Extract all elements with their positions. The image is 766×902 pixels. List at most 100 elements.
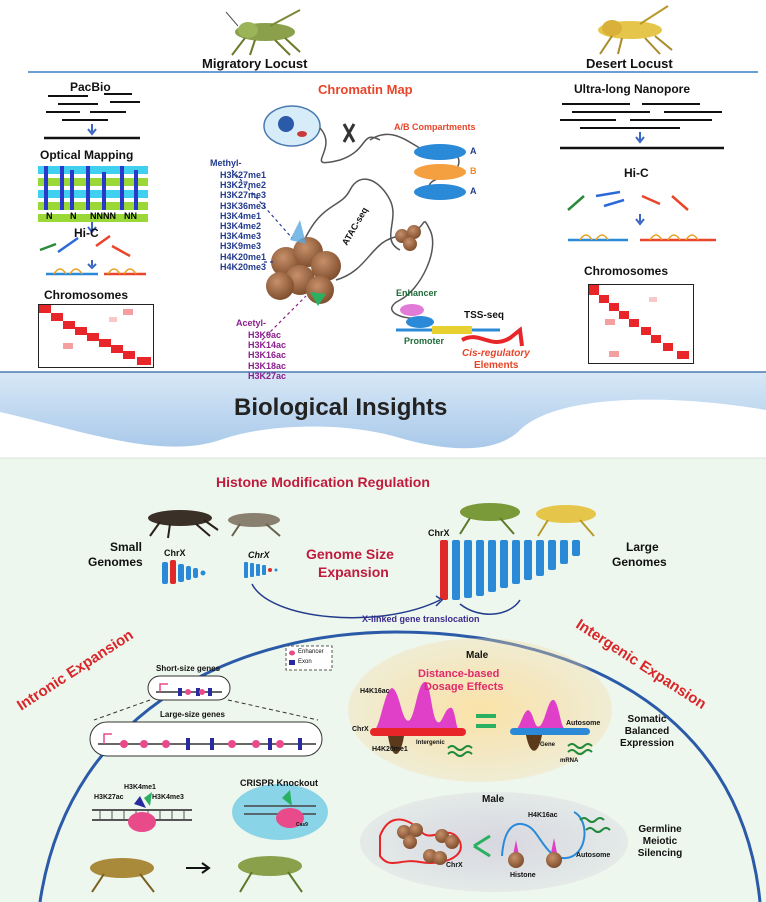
small-chrx-label-1: ChrX [164, 548, 186, 558]
methyl-mark: H3K27me2 [220, 180, 267, 191]
h4k20me1-label: H4K20me1 [372, 746, 408, 753]
hic-left-graphic [39, 234, 146, 276]
acetyl-mark: H3K18ac [248, 360, 287, 371]
enhancer-label: Enhancer [396, 288, 438, 298]
methyl-mark: H3K27me1 [220, 170, 267, 180]
crispr-graphic [232, 784, 328, 840]
large-genomes-line2: Genomes [612, 555, 667, 569]
optical-mapping-graphic [38, 166, 148, 222]
germline-line: Meiotic [642, 836, 678, 847]
n-row-item: NNNN [90, 211, 116, 221]
large-genes-label: Large-size genes [160, 710, 225, 719]
compartment-a2-label: A [470, 186, 477, 196]
somatic-balanced-expression: Somatic Balanced Expression [612, 714, 682, 750]
dosage-autosome-graphic [510, 699, 590, 751]
gene-label: Gene [540, 742, 556, 748]
chromosome-x-icon [342, 123, 356, 143]
histone-modification-title: Histone Modification Regulation [216, 474, 430, 490]
cell-icon [263, 105, 321, 147]
small-genome-chrx-bars-2 [244, 562, 278, 578]
hic-left-label: Hi-C [74, 226, 99, 240]
ab-compartments-label: A/B Compartments [394, 122, 476, 132]
male-label-1: Male [466, 650, 489, 661]
nanopore-label: Ultra-long Nanopore [574, 82, 690, 96]
autosome-label-2: Autosome [576, 852, 611, 859]
enhancer-dna-graphic [92, 792, 192, 832]
small-locust-2-icon [228, 513, 281, 537]
methyl-mark: H3K27me3 [220, 190, 267, 201]
methyl-mark: H3K4me1 [220, 210, 262, 221]
right-contact-heatmap [588, 284, 694, 364]
genome-size-line1: Genome Size [306, 546, 394, 562]
methyl-mark: H3K9me3 [220, 241, 262, 252]
chromatin-map-title: Chromatin Map [318, 82, 413, 97]
male-label-2: Male [482, 794, 505, 805]
optical-mapping-label: Optical Mapping [40, 148, 134, 162]
small-genome-chrx-bars-1 [162, 560, 206, 584]
crispr-knockout-label: CRISPR Knockout [240, 778, 319, 788]
chrx-dosage-label: ChrX [352, 726, 369, 733]
small-nucleosome-graphic [395, 225, 421, 251]
short-genes-label: Short-size genes [156, 664, 221, 673]
pacbio-reads-graphic [44, 93, 140, 140]
chromosomes-left-label: Chromosomes [44, 288, 129, 302]
acetyl-marks-list: H3K9ac H3K14ac H3K16ac H3K18ac H3K27ac [248, 330, 286, 381]
methyl-marks-list: H3K27me1 H3K27me2 H3K27me3 H3K36me3 H3K4… [220, 170, 266, 272]
equals-sign [476, 714, 496, 728]
dbde-line1: Distance-based [418, 668, 500, 680]
acetyl-mark: H3K9ac [248, 330, 282, 340]
histone-label: Histone [510, 872, 536, 879]
germline-meiotic-silencing: Germline Meiotic Silencing [630, 824, 690, 860]
acetyl-mark: H3K27ac [248, 370, 287, 381]
germline-line: Germline [638, 824, 682, 835]
h3k4me1-label: H3K4me1 [124, 784, 156, 791]
h3k27ac-label: H3K27ac [94, 794, 124, 801]
h3k4me3-label: H3K4me3 [152, 794, 184, 801]
migratory-locust-label: Migratory Locust [202, 56, 308, 71]
methyl-mark: H4K20me1 [220, 251, 267, 262]
pacbio-label: PacBio [70, 80, 111, 94]
autosome-label: Autosome [566, 720, 601, 727]
somatic-line: Balanced [624, 726, 670, 737]
compartment-b-label: B [470, 166, 477, 176]
legend-enhancer: Enhancer [298, 649, 324, 655]
germline-line: Silencing [637, 848, 683, 859]
intergenic-small-label: Intergenic [416, 740, 445, 746]
dosage-chrx-graphic [370, 681, 466, 754]
desert-locust-label: Desert Locust [586, 56, 673, 71]
enhancer-promoter-graphic [396, 304, 524, 347]
n-row: N N NNNN NN [38, 211, 148, 224]
methyl-mark: H4K20me3 [220, 261, 267, 272]
small-genomes-line1: Small [109, 540, 142, 554]
knockout-locust-2-icon [238, 856, 303, 893]
n-row-item: NN [124, 211, 137, 221]
n-row-item: N [70, 211, 77, 221]
knockout-locust-1-icon [90, 858, 155, 893]
large-locust-1-icon [459, 503, 520, 535]
biological-insights-title: Biological Insights [234, 394, 448, 421]
desert-locust-icon [598, 5, 673, 55]
acetyl-header: Acetyl- [236, 318, 267, 328]
cre-label-line1: Cis-regulatory [462, 348, 530, 359]
cas9-label: Cas9 [296, 822, 308, 828]
germline-chrx-graphic [379, 818, 462, 865]
acetyl-mark: H3K14ac [248, 340, 287, 351]
somatic-line: Somatic [627, 714, 667, 725]
x-linked-translocation-label: X-linked gene translocation [362, 614, 480, 624]
dbde-line2: Dosage Effects [424, 681, 504, 693]
germline-autosome-graphic [501, 811, 586, 868]
large-chrx-label: ChrX [428, 528, 450, 538]
small-locust-1-icon [148, 510, 219, 539]
chrx-germline-label: ChrX [446, 862, 463, 869]
migratory-locust-icon [225, 9, 301, 56]
left-contact-heatmap [38, 304, 154, 368]
ab-compartments-graphic [414, 144, 466, 200]
nucleosome-cluster-graphic [266, 220, 341, 306]
tss-seq-label: TSS-seq [464, 310, 505, 321]
h4k16ac-label-2: H4K16ac [528, 812, 558, 819]
n-row-item: N [46, 211, 53, 221]
genome-size-line2: Expansion [318, 564, 389, 580]
legend-exon: Exon [298, 659, 312, 665]
methyl-mark: H3K36me3 [220, 200, 267, 211]
